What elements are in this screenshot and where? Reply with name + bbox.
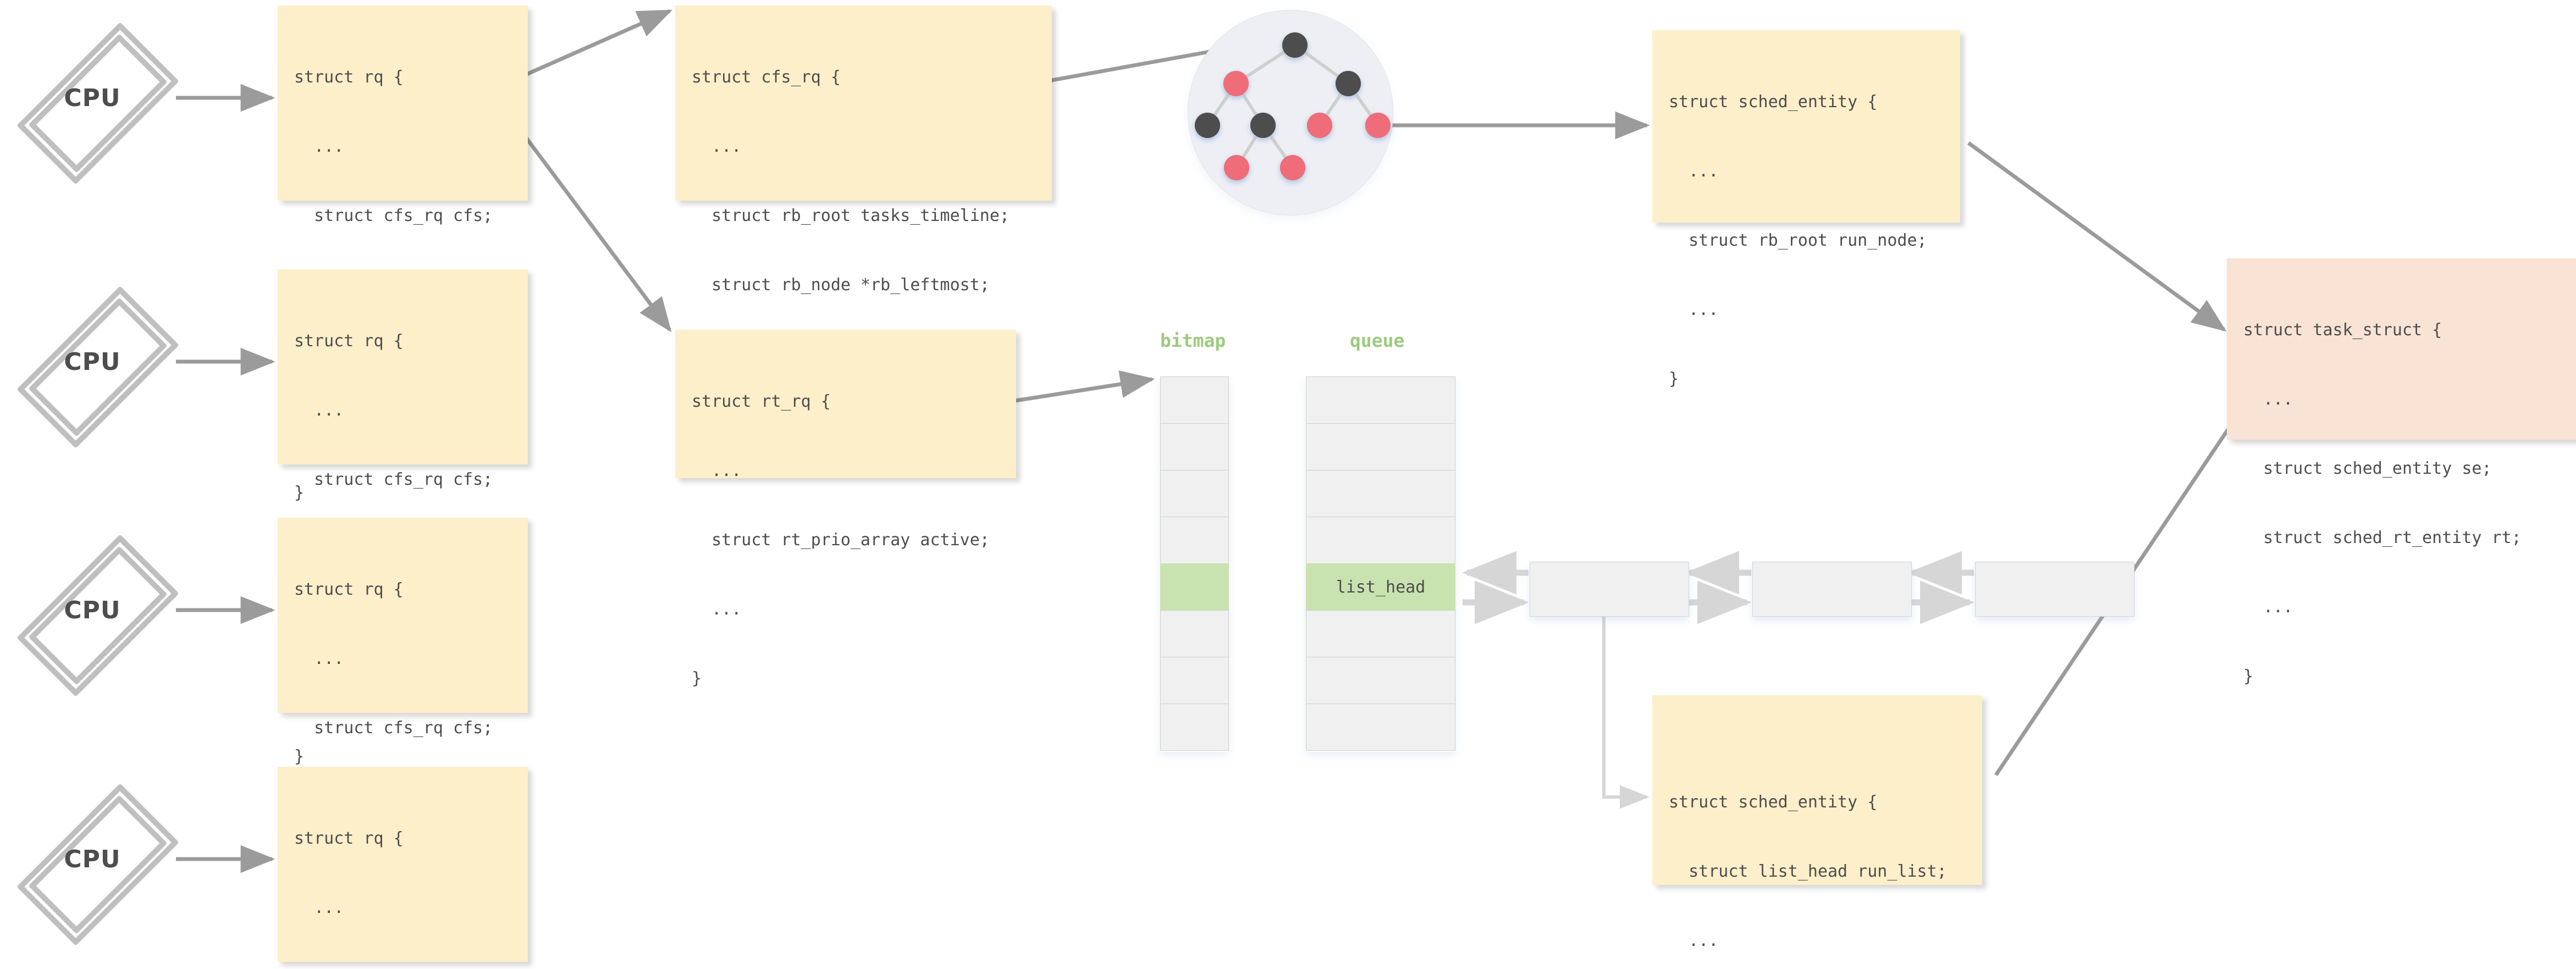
code-line: struct task_struct {	[2243, 320, 2442, 340]
code-line: ...	[692, 137, 742, 156]
code-line: }	[1669, 369, 1679, 389]
code-line: struct rb_root tasks_timeline;	[692, 206, 1010, 225]
code-line: ...	[2243, 390, 2293, 409]
list-node-1[interactable]	[1752, 562, 1912, 617]
rbtree-node-red-6-fg	[1365, 113, 1391, 138]
code-line: ...	[2243, 597, 2293, 617]
code-line: struct sched_entity {	[1669, 793, 1878, 812]
cpu-label: CPU	[64, 845, 121, 873]
cpu-node-2[interactable]: CPU	[10, 528, 179, 697]
bitmap-cell-2[interactable]	[1160, 470, 1229, 517]
cpu-node-3[interactable]: CPU	[10, 777, 179, 946]
queue-array[interactable]: list_head	[1306, 376, 1455, 752]
code-line: }	[692, 669, 702, 688]
rbtree-node-red-7-fg	[1224, 155, 1249, 180]
bitmap-cell-3[interactable]	[1160, 517, 1229, 564]
code-line: struct rq {	[294, 580, 404, 599]
rbtree-node-black-4-fg	[1250, 113, 1276, 138]
code-line: struct rb_root run_node;	[1669, 231, 1927, 250]
code-line: ...	[294, 137, 344, 156]
queue-label: queue	[1350, 330, 1405, 351]
struct-rq-box-3[interactable]: struct rq { ... struct cfs_rq cfs; struc…	[278, 767, 528, 969]
struct-rq-box-2[interactable]: struct rq { ... struct cfs_rq cfs; struc…	[278, 518, 528, 945]
struct-cfs-rq-box[interactable]: struct cfs_rq { ... struct rb_root tasks…	[675, 5, 1052, 433]
code-line: struct rb_node *rb_leftmost;	[692, 275, 990, 295]
code-line: struct rt_rq {	[692, 392, 831, 411]
cpu-label: CPU	[64, 347, 121, 376]
code-line: struct cfs_rq cfs;	[294, 718, 493, 738]
bitmap-label: bitmap	[1160, 330, 1226, 351]
code-line: struct sched_entity se;	[2243, 459, 2492, 478]
rbtree-node-black-3-fg	[1195, 113, 1220, 138]
bitmap-cell-7[interactable]	[1160, 704, 1229, 751]
code-line: ...	[1669, 931, 1719, 950]
queue-cell-6[interactable]	[1306, 657, 1455, 704]
rbtree-node-black-2-fg	[1336, 71, 1361, 96]
cpu-node-1[interactable]: CPU	[10, 279, 179, 448]
queue-cell-5[interactable]	[1306, 610, 1455, 657]
bitmap-array[interactable]	[1160, 376, 1229, 752]
struct-sched-entity-bottom-box[interactable]: struct sched_entity { struct list_head r…	[1652, 695, 1982, 950]
code-line: ...	[1669, 300, 1719, 319]
cpu-label: CPU	[64, 84, 121, 112]
queue-cell-2[interactable]	[1306, 470, 1455, 517]
struct-rq-box-0[interactable]: struct rq { ... struct cfs_rq cfs; struc…	[278, 5, 528, 502]
cpu-label: CPU	[64, 596, 121, 624]
code-line: struct cfs_rq cfs;	[294, 470, 493, 489]
code-line: ...	[294, 401, 344, 420]
bitmap-cell-5[interactable]	[1160, 610, 1229, 657]
queue-cell-4-list-head[interactable]: list_head	[1306, 563, 1455, 611]
code-line: }	[294, 483, 305, 502]
rbtree-node-red-8-fg	[1280, 155, 1305, 180]
bitmap-cell-6[interactable]	[1160, 657, 1229, 704]
bitmap-cell-1[interactable]	[1160, 423, 1229, 470]
bitmap-cell-4-active[interactable]	[1160, 563, 1229, 611]
struct-task-struct-box[interactable]: struct task_struct { ... struct sched_en…	[2227, 258, 2576, 686]
struct-sched-entity-top-box[interactable]: struct sched_entity { ... struct rb_root…	[1652, 30, 1960, 389]
bitmap-cell-0[interactable]	[1160, 376, 1229, 424]
struct-rt-rq-box[interactable]: struct rt_rq { ... struct rt_prio_array …	[675, 330, 1016, 688]
code-line: struct cfs_rq {	[692, 68, 841, 87]
queue-cell-0[interactable]	[1306, 376, 1455, 424]
code-line: struct rq {	[294, 829, 404, 848]
queue-cell-1[interactable]	[1306, 423, 1455, 470]
cpu-node-0[interactable]: CPU	[10, 15, 179, 185]
code-line: struct cfs_rq cfs;	[294, 206, 493, 225]
rbtree-node-red-1-fg	[1223, 71, 1249, 96]
code-line: struct rt_prio_array active;	[692, 530, 990, 550]
code-line: }	[2243, 667, 2254, 686]
rbtree-node-root-fg	[1282, 32, 1308, 58]
rbtree-node-red-5-fg	[1307, 113, 1332, 138]
code-line: struct list_head run_list;	[1669, 862, 1947, 881]
code-line: struct cfs_rq cfs;	[294, 966, 511, 969]
code-line: ...	[692, 600, 742, 619]
code-line: }	[294, 747, 305, 766]
queue-cell-7[interactable]	[1306, 704, 1455, 751]
code-line: struct sched_entity {	[1669, 92, 1878, 112]
code-line: ...	[692, 461, 742, 480]
code-line: ...	[294, 649, 344, 668]
code-line: ...	[294, 898, 344, 917]
code-line: ...	[1669, 162, 1719, 181]
code-line: struct rq {	[294, 331, 404, 351]
struct-rq-box-1[interactable]: struct rq { ... struct cfs_rq cfs; struc…	[278, 269, 528, 766]
list-node-2[interactable]	[1975, 562, 2134, 617]
code-line: struct rq {	[294, 68, 404, 87]
queue-cell-3[interactable]	[1306, 517, 1455, 564]
code-line: struct sched_rt_entity rt;	[2243, 528, 2522, 547]
list-node-0[interactable]	[1530, 562, 1689, 617]
